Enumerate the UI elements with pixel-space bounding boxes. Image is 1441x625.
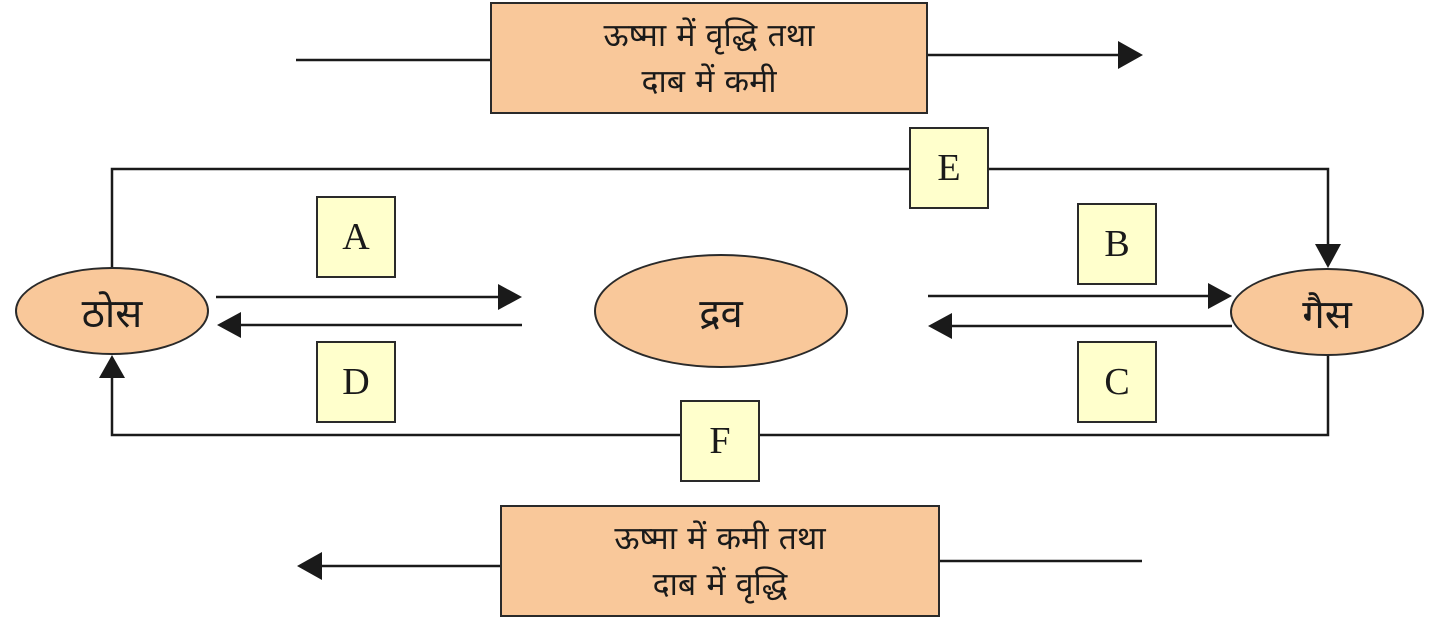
transition-label-D-text: D xyxy=(342,361,370,403)
bottom-condition-line2: दाब में वृद्धि xyxy=(652,565,788,603)
bottom-condition-line1: ऊष्मा में कमी तथा xyxy=(614,519,826,557)
bottom-condition-arrowhead xyxy=(297,552,322,580)
top-condition-box: ऊष्मा में वृद्धि तथा दाब में कमी xyxy=(490,2,928,114)
arrow-E xyxy=(110,167,1330,270)
solid-state-ellipse: ठोस xyxy=(15,267,209,355)
arrowhead-B xyxy=(1208,283,1232,309)
transition-label-C-text: C xyxy=(1104,361,1130,403)
top-condition-line2: दाब में कमी xyxy=(641,62,777,100)
transition-label-A-text: A xyxy=(342,216,370,258)
transition-label-E: E xyxy=(909,127,989,209)
arrowhead-F xyxy=(99,355,125,378)
transition-label-F: F xyxy=(680,400,760,482)
liquid-state-ellipse: द्रव xyxy=(594,254,848,368)
gas-state-label: गैस xyxy=(1302,291,1352,338)
top-condition-line1: ऊष्मा में वृद्धि तथा xyxy=(603,16,815,54)
gas-state-ellipse: गैस xyxy=(1230,268,1424,356)
transition-label-C: C xyxy=(1077,341,1157,423)
transition-label-B: B xyxy=(1077,203,1157,285)
transition-label-B-text: B xyxy=(1104,223,1130,265)
liquid-state-label: द्रव xyxy=(699,290,743,337)
transition-label-F-text: F xyxy=(709,420,731,462)
transition-label-D: D xyxy=(316,341,396,423)
arrowhead-D xyxy=(217,312,241,338)
solid-state-label: ठोस xyxy=(81,290,143,337)
arrowhead-E xyxy=(1315,244,1341,268)
arrowhead-A xyxy=(498,284,522,310)
transition-label-E-text: E xyxy=(937,147,961,189)
bottom-condition-box: ऊष्मा में कमी तथा दाब में वृद्धि xyxy=(500,505,940,617)
arrowhead-C xyxy=(928,313,952,339)
top-condition-arrowhead xyxy=(1118,41,1143,69)
transition-label-A: A xyxy=(316,196,396,278)
